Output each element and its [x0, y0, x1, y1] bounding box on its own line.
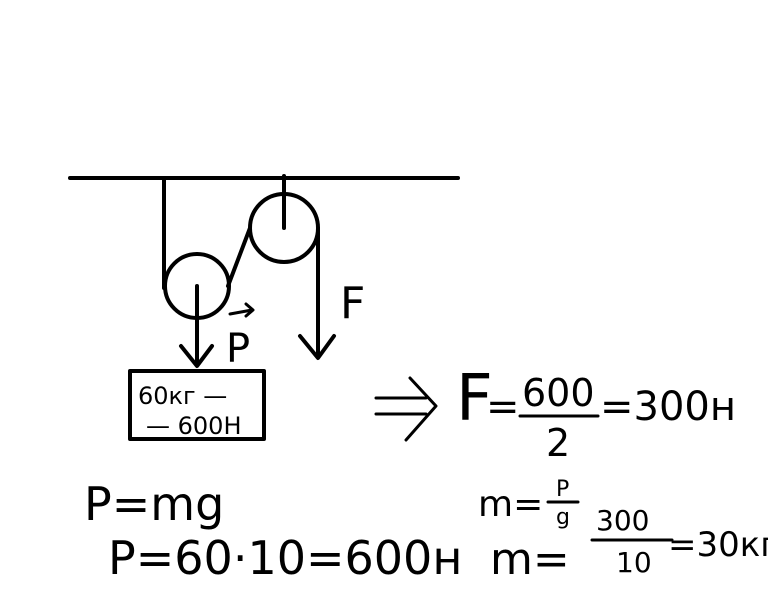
weight-calc: P=60·10=600н [108, 531, 462, 585]
mass-calc-numerator: 300 [596, 504, 649, 537]
mass-formula-denominator: g [556, 505, 570, 530]
load-box [128, 369, 266, 441]
box-weight-text: — 600Н [146, 412, 241, 440]
force-result-eq: = [486, 384, 520, 430]
force-result-denominator: 2 [546, 421, 570, 465]
vector-mark [228, 302, 255, 318]
connecting-rope [226, 226, 252, 288]
box-mass-text: 60кг — [138, 382, 227, 410]
force-result-numerator: 600 [522, 371, 595, 415]
mass-calc-rhs: =30кг [668, 525, 768, 565]
mass-formula-lhs: m= [478, 484, 543, 525]
weight-formula: P=mg [84, 477, 224, 531]
force-result-rhs: =300н [600, 384, 736, 430]
force-label: F [340, 278, 365, 329]
weight-arrow-head [179, 344, 214, 368]
mass-calc-denominator: 10 [616, 546, 652, 579]
mass-formula-numerator: P [556, 477, 569, 502]
weight-label: P [226, 326, 250, 372]
force-result-lhs: F [456, 362, 493, 436]
force-arrow-head [298, 334, 336, 360]
mass-calc-lhs: m= [490, 534, 570, 585]
implication-arrow [374, 376, 438, 442]
